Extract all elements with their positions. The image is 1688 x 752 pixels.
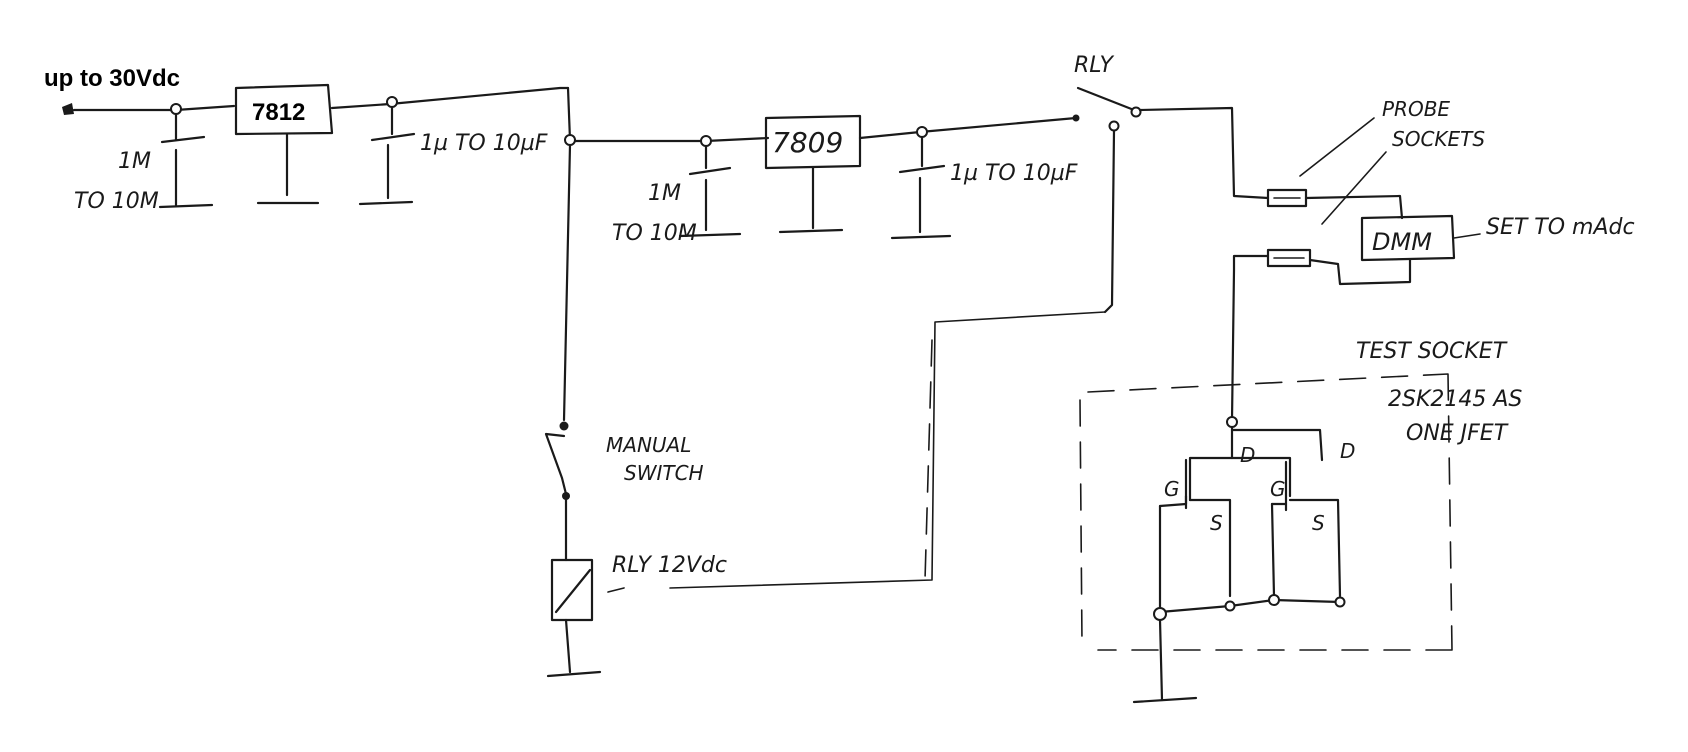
input-capacitor-2 xyxy=(678,144,742,238)
ground-symbol xyxy=(1132,696,1198,704)
jfet1-drain-pin: D xyxy=(1240,443,1255,467)
jfet2-source-pin: S xyxy=(1312,511,1325,535)
dmm-bottom-wire xyxy=(1308,258,1412,286)
probe-label-line1: PROBE xyxy=(1382,97,1450,121)
cap3-value-bottom: TO 10M xyxy=(612,221,697,246)
test-socket-line2: ONE JFET xyxy=(1406,421,1509,446)
7812-output-node xyxy=(386,96,398,108)
ground-node-4 xyxy=(1334,596,1346,608)
relay-contact-nc xyxy=(1072,114,1080,122)
regulator-7812-label: 7812 xyxy=(252,99,305,126)
switch-label-line1: MANUAL xyxy=(606,433,691,457)
test-socket-title: TEST SOCKET xyxy=(1356,339,1508,364)
relay-coil xyxy=(550,558,594,622)
drain-supply-wire xyxy=(1230,254,1270,422)
coil-ground xyxy=(546,670,602,678)
dmm-label: DMM xyxy=(1372,228,1432,256)
input-terminal xyxy=(62,103,74,115)
probe-pointer-1 xyxy=(1299,117,1375,177)
coil-ground-wire xyxy=(564,618,572,674)
jfet1-source-pin: S xyxy=(1210,511,1223,535)
7809-input-node xyxy=(700,135,712,147)
input-node xyxy=(170,103,182,115)
7809-output-wire xyxy=(858,116,1078,140)
relay-contact-label: RLY xyxy=(1074,53,1114,78)
coil-to-link xyxy=(607,587,625,593)
input-capacitor-1 xyxy=(158,112,214,209)
dmm-note: SET TO mAdc xyxy=(1486,215,1635,240)
ground-drop xyxy=(1158,618,1164,702)
input-voltage-label: up to 30Vdc xyxy=(44,65,180,92)
manual-switch xyxy=(544,432,570,500)
12v-rail-drop xyxy=(566,86,572,142)
cap1-value-bottom: TO 10M xyxy=(74,189,159,214)
regulator-7809 xyxy=(764,114,862,234)
dmm-top-wire xyxy=(1304,194,1404,220)
relay-common-wire xyxy=(1138,106,1270,200)
ground-node-3 xyxy=(1268,594,1280,606)
cap3-value-top: 1M xyxy=(648,181,681,206)
output-capacitor-2 xyxy=(890,135,952,240)
drain-node xyxy=(1226,416,1238,428)
jfet-2 xyxy=(1230,428,1342,598)
output-capacitor-1 xyxy=(358,105,416,206)
jfet1-gate-pin: G xyxy=(1164,477,1180,501)
jfet2-drain-pin: D xyxy=(1340,439,1355,463)
cap1-value-top: 1M xyxy=(118,149,151,174)
dmm-note-lead xyxy=(1453,233,1481,239)
probe-label-line2: SOCKETS xyxy=(1392,127,1485,151)
switch-top-node xyxy=(559,421,569,431)
relay-link-wire xyxy=(669,311,1106,589)
relay-coil-label: RLY 12Vdc xyxy=(612,553,727,578)
jfet-1 xyxy=(1158,425,1234,612)
relay-mechanical-link xyxy=(924,339,933,581)
cap4-value: 1µ TO 10µF xyxy=(950,161,1078,186)
probe-pointer-2 xyxy=(1321,151,1387,225)
relay-contact xyxy=(1076,86,1142,314)
probe-socket-bottom xyxy=(1266,248,1312,268)
jfet2-gate-pin: G xyxy=(1270,477,1286,501)
test-socket-line1: 2SK2145 AS xyxy=(1388,387,1522,412)
7809-output-node xyxy=(916,126,928,138)
dmm-box xyxy=(1360,214,1456,262)
7809-input-wire xyxy=(573,136,770,143)
7812-output-wire xyxy=(330,86,570,110)
12v-rail-node xyxy=(564,134,576,146)
input-wire xyxy=(72,104,236,112)
switch-supply-wire xyxy=(562,143,572,422)
test-socket-outline xyxy=(1079,373,1453,651)
ground-bus xyxy=(1158,598,1342,614)
ground-node-1 xyxy=(1153,607,1167,621)
regulator-7809-label: 7809 xyxy=(772,126,843,159)
ground-node-2 xyxy=(1224,600,1236,612)
regulator-7812 xyxy=(234,83,334,205)
probe-socket-top xyxy=(1266,188,1308,208)
cap2-value: 1µ TO 10µF xyxy=(420,131,548,156)
switch-label-line2: SWITCH xyxy=(624,461,704,485)
